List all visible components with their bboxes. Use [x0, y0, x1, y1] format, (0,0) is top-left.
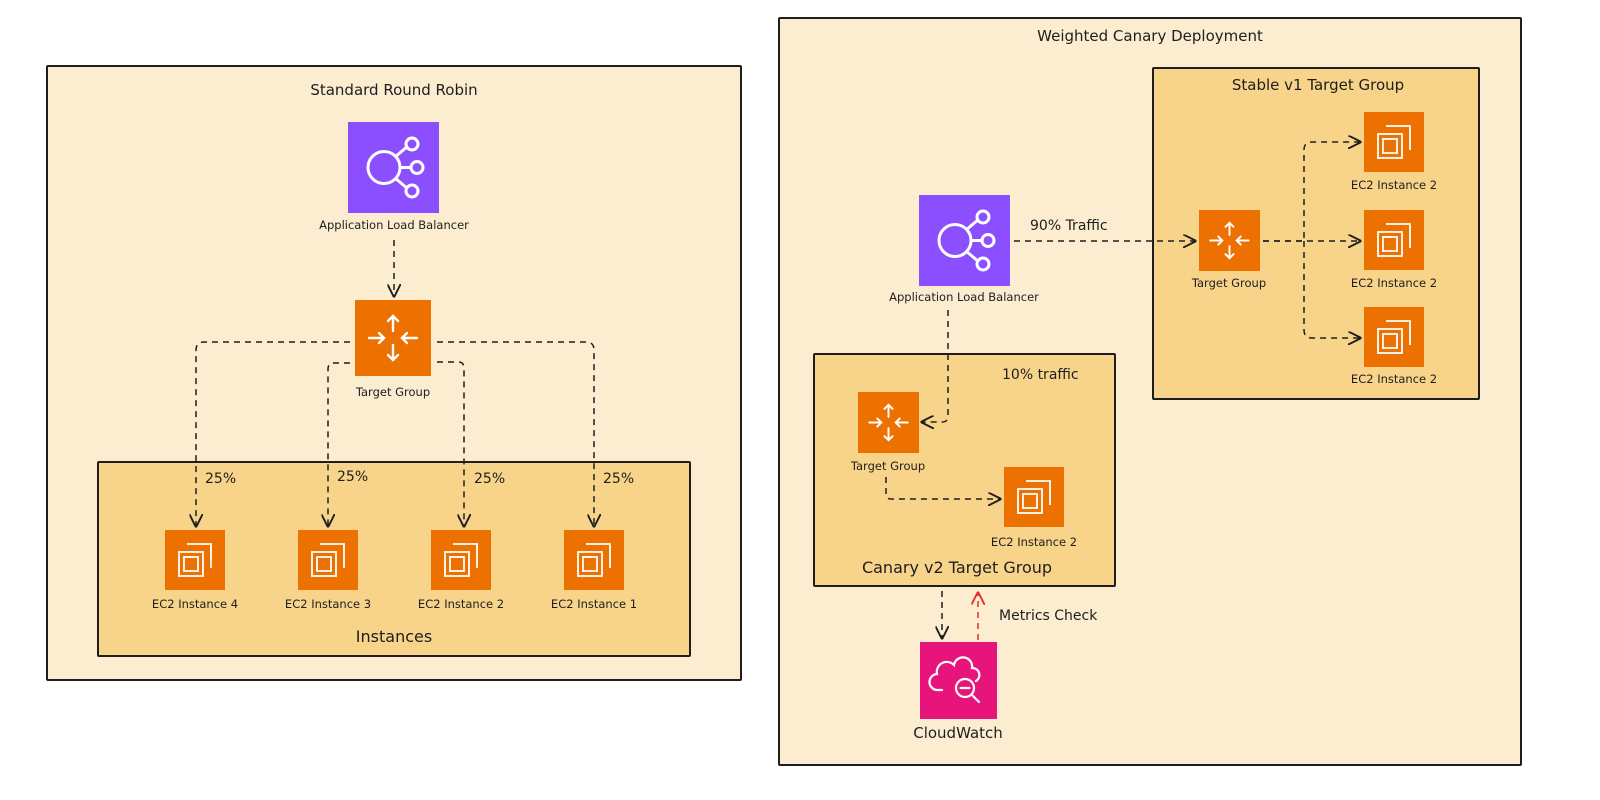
- percent-label-2: 25%: [337, 469, 369, 485]
- ec2-instance-label: EC2 Instance 3: [284, 597, 372, 611]
- target-group-icon: [1199, 210, 1260, 271]
- cloudwatch-icon: [920, 642, 997, 719]
- alb-label-left: Application Load Balancer: [319, 218, 469, 232]
- percent-label-3: 25%: [474, 471, 506, 487]
- ec2-instance-label: EC2 Instance 1: [550, 597, 638, 611]
- weighted-canary-title: Weighted Canary Deployment: [1037, 27, 1263, 45]
- ec2-instance-label: EC2 Instance 2: [1350, 276, 1438, 290]
- alb-label-right: Application Load Balancer: [889, 290, 1039, 304]
- ec2-instance-icon: [298, 530, 358, 590]
- percent-label-1: 25%: [205, 471, 237, 487]
- standard-round-robin-title: Standard Round Robin: [310, 81, 478, 99]
- canary-target-group-label: Target Group: [850, 459, 926, 473]
- canary-ec2-label: EC2 Instance 2: [990, 535, 1078, 549]
- instances-group-title: Instances: [355, 627, 433, 646]
- load-balancer-icon: [348, 122, 439, 213]
- ec2-instance-label: EC2 Instance 2: [417, 597, 505, 611]
- ec2-instance-icon: [431, 530, 491, 590]
- canary-v2-title: Canary v2 Target Group: [861, 558, 1053, 577]
- ec2-instance-label: EC2 Instance 2: [1350, 178, 1438, 192]
- ec2-instance-label: EC2 Instance 2: [1350, 372, 1438, 386]
- metrics-check-label: Metrics Check: [999, 608, 1098, 624]
- ec2-instance-icon: [1364, 210, 1424, 270]
- cloudwatch-label: CloudWatch: [913, 724, 1003, 742]
- ec2-instance-icon: [1364, 112, 1424, 172]
- ec2-instance-icon: [564, 530, 624, 590]
- ec2-instance-icon: [1004, 467, 1064, 527]
- ec2-instance-icon: [165, 530, 225, 590]
- target-group-icon: [355, 300, 431, 376]
- traffic-90-label: 90% Traffic: [1030, 218, 1108, 234]
- ec2-instance-label: EC2 Instance 4: [151, 597, 239, 611]
- target-group-label-left: Target Group: [355, 385, 431, 399]
- stable-v1-title: Stable v1 Target Group: [1231, 76, 1405, 94]
- load-balancer-icon: [919, 195, 1010, 286]
- stable-target-group-label: Target Group: [1191, 276, 1267, 290]
- canary-traffic-label: 10% traffic: [1002, 367, 1079, 383]
- percent-label-4: 25%: [603, 471, 635, 487]
- ec2-instance-icon: [1364, 307, 1424, 367]
- target-group-icon: [858, 392, 919, 453]
